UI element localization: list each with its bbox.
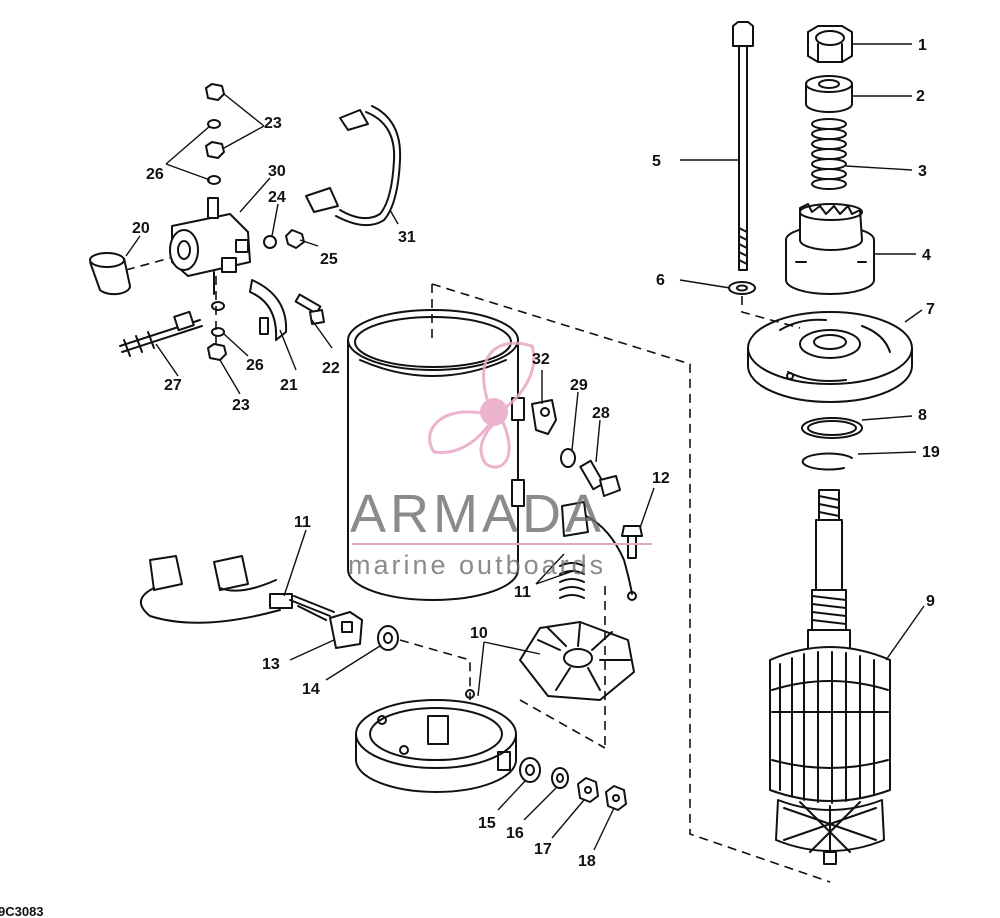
part-washer-29-drawing: [560, 448, 576, 468]
callout-22: 22: [322, 360, 340, 377]
part-collar-2-drawing: [805, 75, 853, 113]
part-housing-drawing: [347, 309, 525, 601]
part-ring-19-drawing: [801, 452, 853, 471]
part-screw-22-drawing: [294, 293, 325, 325]
part-small-hardware-drawing: [205, 83, 227, 361]
callout-27: 27: [164, 377, 182, 394]
callout-7: 7: [926, 301, 935, 318]
callout-30: 30: [268, 163, 286, 180]
part-brushes-11-drawing: [140, 555, 335, 624]
part-hardware-24-25-drawing: [263, 229, 305, 249]
callout-25: 25: [320, 251, 338, 268]
callout-9: 9: [926, 593, 935, 610]
callout-14: 14: [302, 681, 320, 698]
callout-19: 19: [922, 444, 940, 461]
part-nut-1-drawing: [807, 25, 853, 63]
callout-6: 6: [656, 272, 665, 289]
part-solenoid-30-drawing: [169, 197, 251, 295]
callout-17: 17: [534, 841, 552, 858]
part-screw-28-drawing: [579, 459, 621, 497]
callout-8: 8: [918, 407, 927, 424]
part-screw-12-drawing: [621, 525, 643, 559]
part-spring-3-drawing: [811, 118, 847, 190]
part-endcap-commutator-drawing: [355, 689, 517, 793]
callout-24: 24: [268, 189, 286, 206]
part-cable-31-drawing: [305, 105, 402, 227]
parts-artwork: [89, 21, 925, 883]
callout-26-bottom: 26: [246, 357, 264, 374]
watermark-brand: ARMADA: [350, 484, 605, 544]
assembly-dashed-lines: [125, 257, 831, 883]
callout-29: 29: [570, 377, 588, 394]
callout-2: 2: [916, 88, 925, 105]
callout-16: 16: [506, 825, 524, 842]
part-washer-6-drawing: [728, 281, 756, 295]
callout-28: 28: [592, 405, 610, 422]
callout-4: 4: [922, 247, 931, 264]
part-washer-14-drawing: [377, 625, 399, 651]
callout-18: 18: [578, 853, 596, 870]
part-bolt-27-drawing: [119, 310, 203, 357]
callout-23-top: 23: [264, 115, 282, 132]
part-bracket-21-drawing: [249, 279, 288, 341]
callout-11-left: 11: [294, 514, 311, 531]
callout-5: 5: [652, 153, 661, 170]
part-terminal-32-drawing: [531, 399, 557, 435]
callout-23-bottom: 23: [232, 397, 250, 414]
part-armature-9-drawing: [769, 489, 891, 865]
callout-15: 15: [478, 815, 496, 832]
callout-32: 32: [532, 351, 550, 368]
callout-26-top: 26: [146, 166, 164, 183]
callout-31: 31: [398, 229, 416, 246]
callout-20: 20: [132, 220, 150, 237]
footer-code: 9C3083: [0, 904, 44, 918]
leader-lines: [125, 43, 925, 851]
part-brushholder-10-drawing: [519, 621, 635, 701]
callout-13: 13: [262, 656, 280, 673]
propeller-logo-icon: [428, 341, 536, 469]
part-holder-13-drawing: [329, 611, 363, 649]
part-pinion-4-drawing: [785, 203, 875, 295]
callout-21: 21: [280, 377, 298, 394]
watermark-tagline: marine outboards: [348, 550, 606, 580]
callout-11-center: 11: [514, 584, 531, 601]
part-washer-8-drawing: [801, 417, 863, 439]
callout-1: 1: [918, 37, 927, 54]
part-endcap-7-drawing: [747, 311, 913, 403]
part-bolt-5-drawing: [732, 21, 754, 271]
part-boot-20-drawing: [89, 252, 132, 296]
part-hardware-15-18-drawing: [519, 757, 627, 811]
callout-3: 3: [918, 163, 927, 180]
watermark: ARMADA marine outboards: [348, 341, 652, 580]
callouts: 1 2 3 4 5 6 7 8 19 9 10 11 11 12 13 14 1…: [132, 37, 940, 870]
callout-12: 12: [652, 470, 670, 487]
callout-10: 10: [470, 625, 488, 642]
